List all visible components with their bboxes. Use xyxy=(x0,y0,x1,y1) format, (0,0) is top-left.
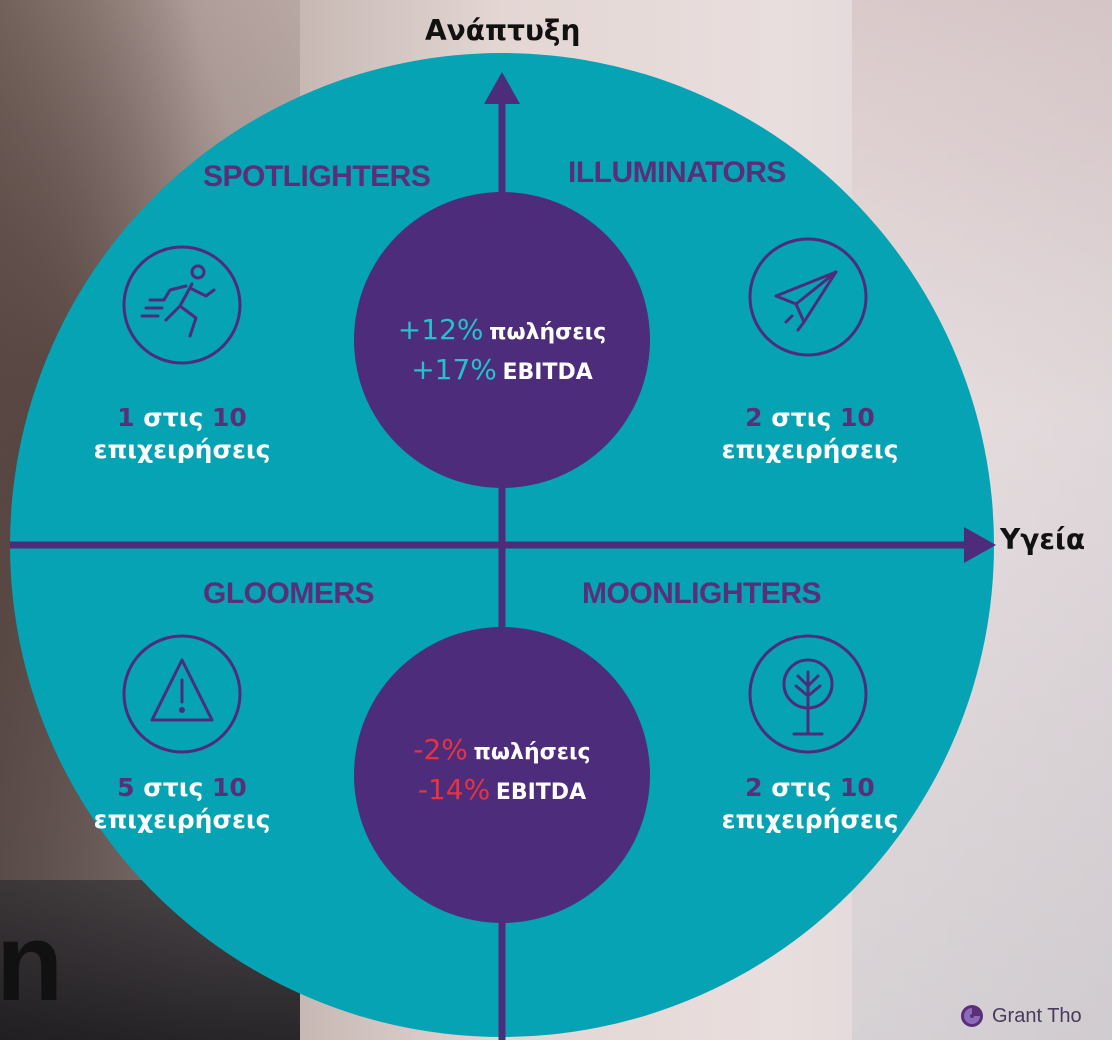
sales-decline-value: -2% xyxy=(413,733,468,766)
ebitda-label: EBITDA xyxy=(502,360,593,385)
quadrant-title-illuminators: ILLUMINATORS xyxy=(568,156,786,189)
quadrant-title-moonlighters: MOONLIGHTERS xyxy=(582,577,822,610)
paper-plane-icon xyxy=(748,237,868,357)
quadrant-title-spotlighters: SPOTLIGHTERS xyxy=(203,160,431,193)
sales-label: πωλήσεις xyxy=(473,740,591,765)
sales-label: πωλήσεις xyxy=(489,320,607,345)
running-person-icon xyxy=(122,245,242,365)
ebitda-label: EBITDA xyxy=(495,780,587,805)
background-letter: n xyxy=(0,901,64,1024)
logo-mark-icon xyxy=(961,1005,983,1027)
center-top-stats: +12% πωλήσεις +17% EBITDA xyxy=(352,312,652,392)
quadrant-count-gloomers: 5 στις 10 επιχειρήσεις xyxy=(93,773,271,834)
sales-growth-value: +12% xyxy=(397,313,484,346)
quadrant-count-moonlighters: 2 στις 10 επιχειρήσεις xyxy=(721,773,899,834)
center-top-circle xyxy=(354,192,650,488)
horizontal-axis-label: Υγεία xyxy=(1000,523,1086,556)
quadrant-count-spotlighters: 1 στις 10 επιχειρήσεις xyxy=(93,403,271,464)
quadrant-count-illuminators: 2 στις 10 επιχειρήσεις xyxy=(721,403,899,464)
ebitda-growth-value: +17% xyxy=(411,353,497,386)
vertical-axis-arrow-icon xyxy=(484,72,520,104)
center-bottom-circle xyxy=(354,627,650,923)
warning-triangle-icon xyxy=(122,634,242,754)
tree-icon xyxy=(748,634,868,754)
center-bottom-stats: -2% πωλήσεις -14% EBITDA xyxy=(352,732,652,812)
horizontal-axis-arrow-icon xyxy=(964,527,996,563)
quadrant-title-gloomers: GLOOMERS xyxy=(203,577,375,610)
logo-text: Grant Tho xyxy=(992,1004,1082,1027)
vertical-axis-label: Ανάπτυξη xyxy=(425,14,581,47)
ebitda-decline-value: -14% xyxy=(417,773,491,806)
grant-thornton-logo: Grant Tho xyxy=(960,1004,1082,1028)
